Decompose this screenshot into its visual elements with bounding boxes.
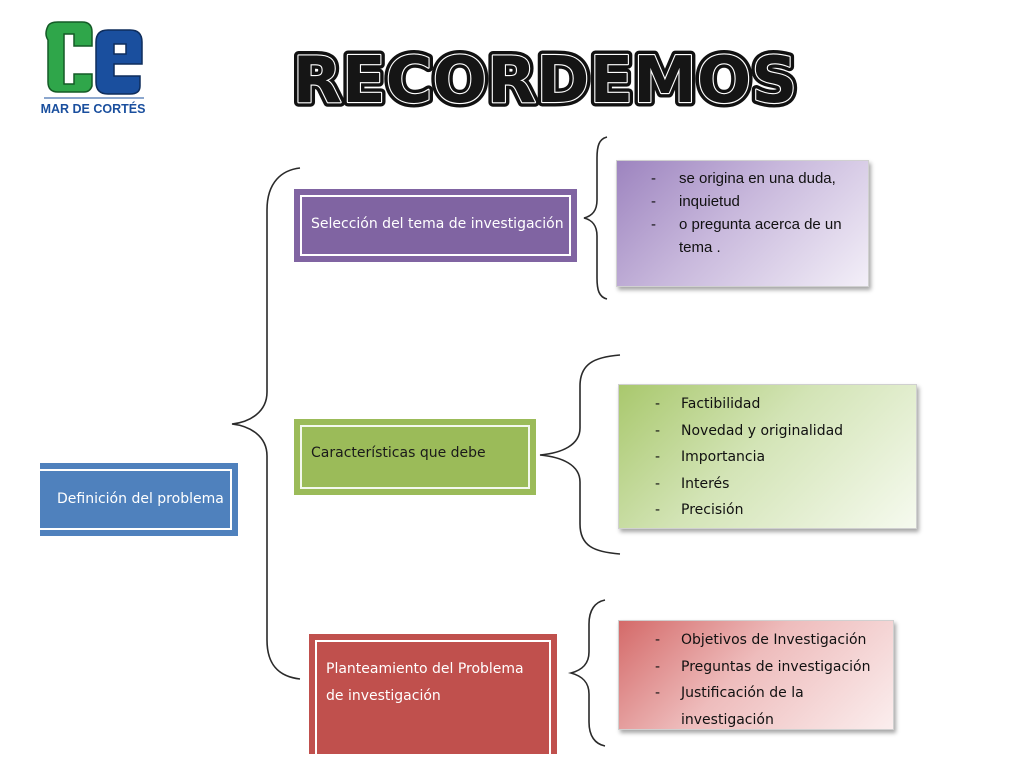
branch-box-caracteristicas: Características que debe: [294, 419, 536, 495]
list-item: Interés: [655, 471, 905, 498]
list-item: Importancia: [655, 444, 905, 471]
branch-box-label: Características que debe: [311, 445, 486, 461]
list-item: Justificación de la investigación: [655, 680, 895, 733]
logo: MAR DE CORTÉS: [40, 12, 146, 118]
branch-box-planteamiento: Planteamiento del Problema de investigac…: [309, 634, 557, 758]
list-item: Factibilidad: [655, 391, 905, 418]
root-box-label: Definición del problema: [57, 491, 224, 507]
list-item: Objetivos de Investigación: [655, 627, 895, 654]
detail-list: Factibilidad Novedad y originalidad Impo…: [655, 391, 905, 524]
detail-list: Objetivos de Investigación Preguntas de …: [655, 627, 895, 733]
brace-characteristics: [539, 354, 621, 555]
list-item: o pregunta acerca de un tema .: [651, 213, 853, 259]
brace-statement: [567, 599, 606, 747]
list-item: inquietud: [651, 190, 853, 213]
detail-box-seleccion: se origina en una duda, inquietud o preg…: [616, 160, 869, 287]
svg-text:RECORDEMOS: RECORDEMOS: [293, 44, 798, 116]
branch-box-label: Selección del tema de investigación: [311, 216, 564, 232]
root-box-definicion: Definición del problema: [38, 463, 238, 536]
detail-list: se origina en una duda, inquietud o preg…: [651, 167, 853, 259]
list-item: Precisión: [655, 497, 905, 524]
list-item: Preguntas de investigación: [655, 654, 895, 681]
branch-box-seleccion: Selección del tema de investigación: [294, 189, 577, 262]
branch-box-label: Planteamiento del Problema de investigac…: [326, 661, 524, 704]
detail-box-planteamiento: Objetivos de Investigación Preguntas de …: [618, 620, 894, 730]
list-item: Novedad y originalidad: [655, 418, 905, 445]
svg-text:RECORDEMOS: RECORDEMOS: [293, 44, 798, 116]
detail-box-caracteristicas: Factibilidad Novedad y originalidad Impo…: [618, 384, 917, 529]
list-item: se origina en una duda,: [651, 167, 853, 190]
logo-subtitle: MAR DE CORTÉS: [41, 101, 146, 116]
page-title: RECORDEMOS RECORDEMOS: [290, 40, 800, 117]
brace-main: [231, 167, 301, 680]
brace-selection: [583, 136, 608, 300]
